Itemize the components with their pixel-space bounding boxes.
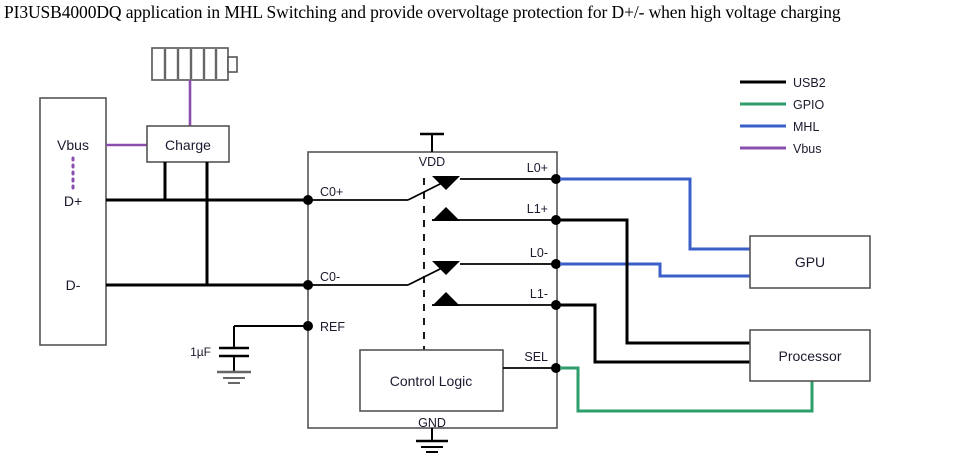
legend-item-gpio: GPIO: [740, 98, 825, 112]
connector-pin-label-dplus: D+: [64, 193, 82, 209]
ic-pin-node-sel: [551, 363, 561, 373]
legend-item-usb2: USB2: [740, 76, 826, 90]
ic-pin-label-l1minus: L1-: [530, 287, 548, 301]
vdd-supply-symbol: [420, 132, 444, 152]
ic-pin-node-l1minus: [551, 300, 561, 310]
processor-block: Processor: [749, 329, 871, 382]
wire-gpio-sel-to-processor: [560, 366, 814, 413]
legend-label-gpio: GPIO: [793, 98, 825, 112]
capacitor-value-label: 1µF: [190, 345, 211, 359]
ic-pin-label-sel: SEL: [524, 350, 548, 364]
reference-capacitor: 1µF: [190, 325, 308, 384]
connector-pin-label-vbus: Vbus: [57, 137, 89, 153]
page-title: PI3USB4000DQ application in MHL Switchin…: [4, 2, 841, 22]
legend-item-vbus: Vbus: [740, 142, 822, 156]
gnd-symbol: [416, 428, 448, 453]
switch-arm-c0plus: [310, 176, 553, 201]
ic-pin-label-c0minus: C0-: [320, 270, 340, 284]
ic-pin-node-ref: [303, 321, 313, 331]
wire-usb2-l1plus-to-processor: [560, 218, 750, 345]
charge-block: Charge: [146, 125, 230, 163]
ic-pin-label-vdd: VDD: [419, 155, 445, 169]
legend-label-usb2: USB2: [793, 76, 826, 90]
legend-label-mhl: MHL: [793, 120, 819, 134]
switch-triangle-l1plus: [432, 207, 460, 221]
control-logic-block: Control Logic: [359, 349, 504, 412]
switch-triangle-l1minus: [432, 292, 460, 306]
switch-triangle-l0minus: [432, 261, 460, 275]
connector-block: Vbus D+ D-: [39, 97, 107, 346]
legend: USB2 GPIO MHL Vbus: [740, 76, 826, 156]
switch-arm-c0minus: [310, 261, 553, 286]
switch-arm-l1minus: [432, 292, 553, 306]
ic-pin-node-l0plus: [551, 174, 561, 184]
switch-arm-l1plus: [432, 207, 553, 221]
wire-mhl-l0plus-to-gpu: [560, 177, 750, 251]
ic-pin-label-ref: REF: [320, 320, 345, 334]
ic-pin-label-gnd: GND: [418, 416, 446, 430]
ic-pin-label-l1plus: L1+: [527, 202, 548, 216]
ic-pin-label-c0plus: C0+: [320, 185, 343, 199]
ic-pin-label-l0minus: L0-: [530, 246, 548, 260]
battery-icon: [151, 47, 238, 81]
legend-label-vbus: Vbus: [793, 142, 822, 156]
gpu-block-label: GPU: [795, 254, 825, 270]
connector-pin-label-dminus: D-: [66, 277, 81, 293]
ic-pin-node-l1plus: [551, 215, 561, 225]
switch-triangle-l0plus: [432, 176, 460, 190]
processor-block-label: Processor: [778, 348, 841, 364]
ic-pin-node-l0minus: [551, 259, 561, 269]
ic-pin-label-l0plus: L0+: [527, 161, 548, 175]
wire-usb2-l1minus-to-processor: [560, 303, 750, 364]
wire-mhl-l0minus-to-gpu: [560, 262, 750, 278]
control-logic-label: Control Logic: [390, 373, 473, 389]
ic-pin-node-c0plus: [303, 195, 313, 205]
ic-pin-node-c0minus: [303, 280, 313, 290]
gpu-block: GPU: [749, 235, 871, 289]
charge-block-label: Charge: [165, 137, 211, 153]
legend-item-mhl: MHL: [740, 120, 819, 134]
